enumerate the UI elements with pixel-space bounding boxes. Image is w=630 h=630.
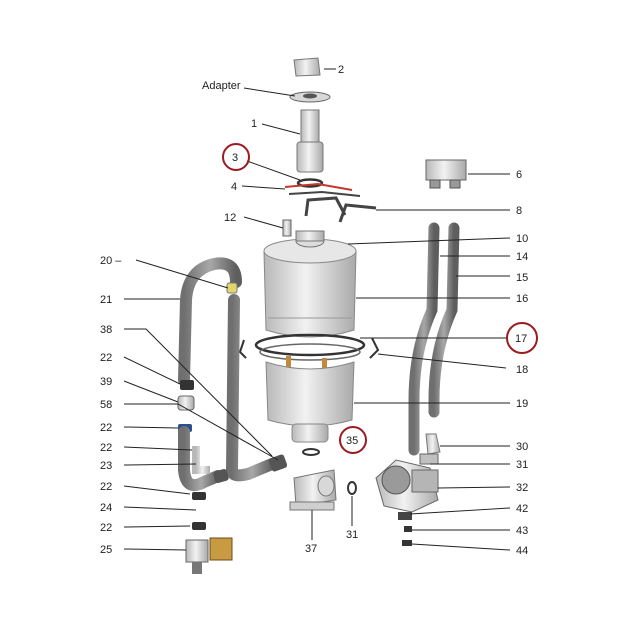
label-39: 39: [100, 376, 112, 388]
part-23-hose: [178, 426, 229, 491]
part-25-valve: [185, 537, 233, 574]
label-22-a: 22: [100, 352, 112, 364]
part-adapter: [289, 91, 331, 103]
label-8: 8: [516, 205, 522, 217]
label-32: 32: [516, 482, 528, 494]
part-24-hose: [192, 492, 206, 532]
highlight-circle-35: [339, 426, 367, 454]
label-2: 2: [338, 64, 344, 76]
label-3: 3: [232, 152, 238, 164]
label-44: 44: [516, 545, 528, 557]
label-31-b: 31: [516, 459, 528, 471]
part-6-connector: [425, 159, 467, 189]
part-31-ring: [347, 481, 357, 495]
label-22-b: 22: [100, 422, 112, 434]
label-31-a: 31: [346, 529, 358, 541]
highlight-circle-3: [222, 143, 250, 171]
label-20: 20 –: [100, 255, 122, 267]
label-18: 18: [516, 364, 528, 376]
part-39-58-fittings: [177, 380, 195, 432]
part-14-15-tubes: [408, 222, 460, 456]
label-19: 19: [516, 398, 528, 410]
part-38-hose: [225, 294, 288, 482]
part-20-fitting: [226, 282, 238, 294]
part-21-hose: [178, 257, 242, 386]
label-15: 15: [516, 272, 528, 284]
part-43-44-screws: [402, 526, 412, 546]
label-16: 16: [516, 293, 528, 305]
part-30-elbow: [425, 433, 441, 455]
label-14: 14: [516, 251, 528, 263]
part-16-cylinder-top: [263, 230, 357, 338]
label-21: 21: [100, 294, 112, 306]
part-12-stud: [282, 219, 292, 237]
label-17: 17: [515, 333, 527, 345]
leader-lines: [123, 68, 511, 551]
label-58: 58: [100, 399, 112, 411]
label-12: 12: [224, 212, 236, 224]
label-22-e: 22: [100, 522, 112, 534]
label-43: 43: [516, 525, 528, 537]
label-1: 1: [251, 118, 257, 130]
label-23: 23: [100, 460, 112, 472]
part-3-oring: [296, 178, 324, 188]
part-2-cap: [293, 57, 321, 77]
part-4-wire: [284, 182, 361, 197]
part-32-pump: [375, 453, 439, 520]
part-18-clamp: [238, 333, 380, 370]
label-37: 37: [305, 543, 317, 555]
label-30: 30: [516, 441, 528, 453]
label-4: 4: [231, 181, 237, 193]
part-37-drain-tee: [289, 469, 337, 511]
part-1-tube: [296, 109, 324, 173]
label-24: 24: [100, 502, 112, 514]
label-38: 38: [100, 324, 112, 336]
label-35: 35: [346, 435, 358, 447]
label-10: 10: [516, 233, 528, 245]
part-35-oring: [302, 448, 320, 456]
highlight-circle-17: [506, 322, 538, 354]
label-adapter: Adapter: [202, 80, 241, 92]
label-22-c: 22: [100, 442, 112, 454]
part-19-cylinder-bottom: [265, 361, 355, 443]
label-6: 6: [516, 169, 522, 181]
part-labels: 2 Adapter 1 3 4 6 8 12 10 14 15 16 17 18…: [100, 64, 528, 557]
label-22-d: 22: [100, 481, 112, 493]
part-8-electrode-wires: [304, 196, 377, 223]
label-25: 25: [100, 544, 112, 556]
label-42: 42: [516, 503, 528, 515]
